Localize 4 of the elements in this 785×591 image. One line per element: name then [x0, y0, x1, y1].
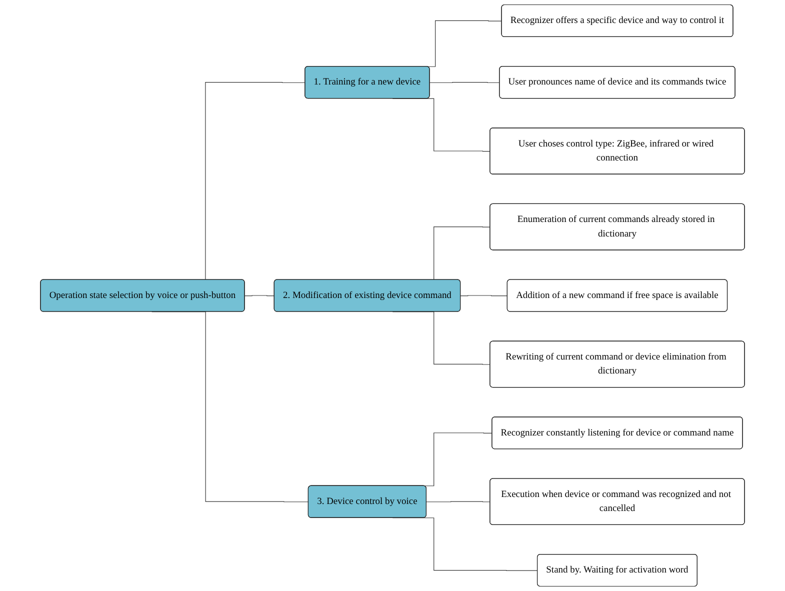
connector	[430, 82, 500, 83]
connector	[460, 295, 508, 296]
connector	[426, 501, 490, 502]
connector	[244, 295, 275, 296]
